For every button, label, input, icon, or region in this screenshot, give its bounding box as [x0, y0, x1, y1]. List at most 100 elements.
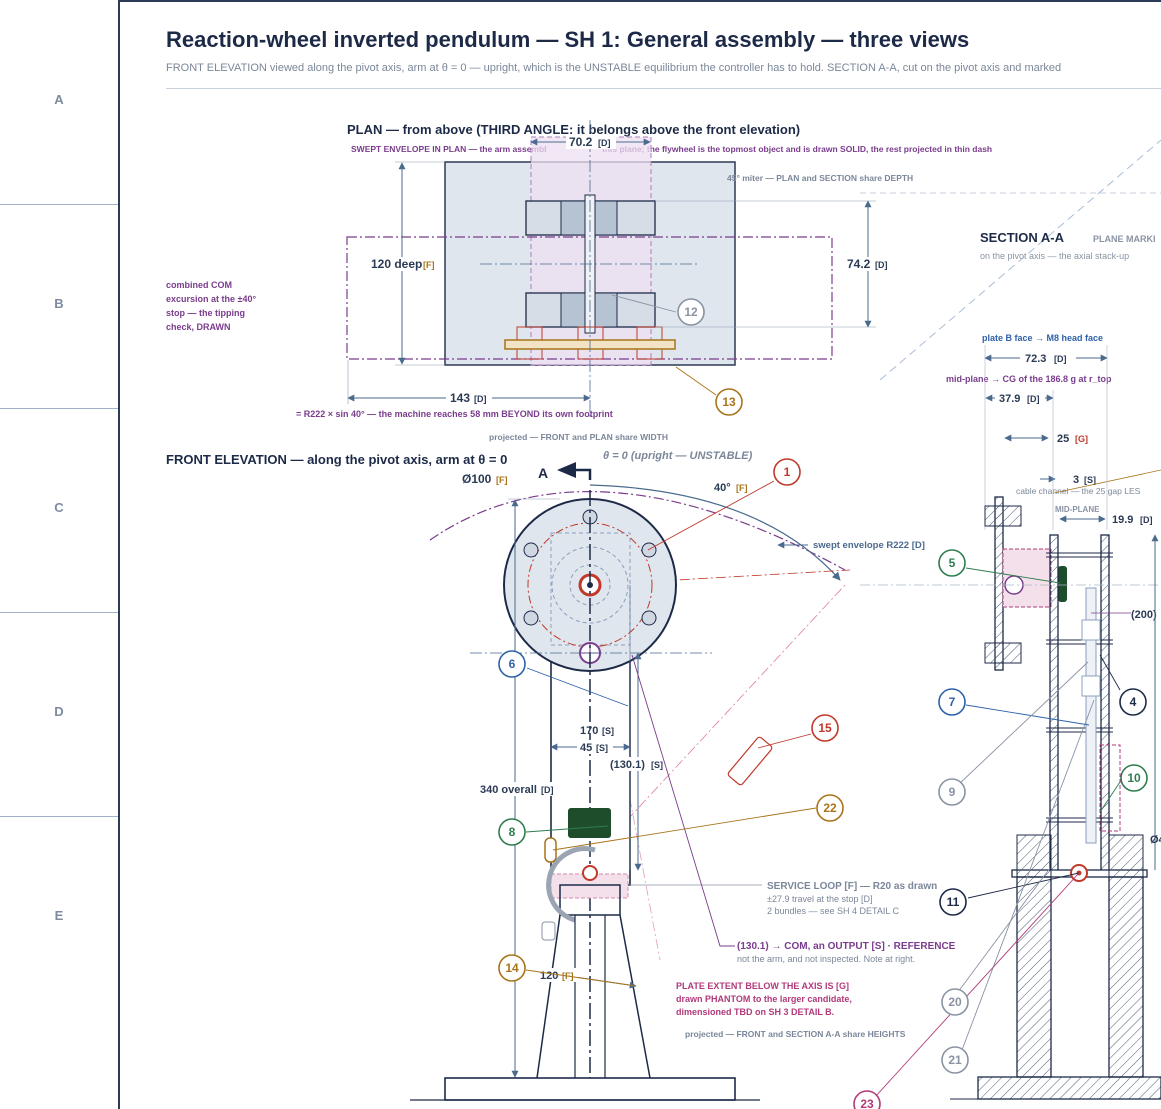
balloon-number: 14 — [505, 961, 519, 975]
dim-1301-tag: [S] — [651, 760, 663, 770]
overall-value: 340 overall — [480, 784, 537, 796]
dim-70-tag: [D] — [598, 138, 611, 148]
balloon-12: 12 — [677, 298, 705, 326]
com-output-label: (130.1) → COM, an OUTPUT [S] · REFERENCE — [737, 941, 956, 952]
dim-label-bg — [368, 257, 440, 271]
plate-note-line: dimensioned TBD on SH 3 DETAIL B. — [676, 1007, 834, 1017]
depth-tag: [F] — [423, 260, 435, 270]
balloon-1: 1 — [773, 458, 801, 486]
connector — [544, 837, 557, 863]
angle-arc — [589, 484, 841, 581]
zone-e: E — [0, 816, 118, 1020]
dim-label-bg — [608, 757, 668, 771]
dim-3-tag: [S] — [1084, 475, 1096, 485]
section-arm-plate — [1100, 534, 1110, 876]
com-note-line: excursion at the ±40° — [166, 294, 256, 304]
leader-12 — [611, 294, 677, 313]
leader — [1053, 469, 1161, 494]
leader-9 — [957, 661, 1089, 786]
theta-note: θ = 0 (upright — UNSTABLE) — [603, 450, 753, 462]
section-a-a: SECTION A-A PLANE MARKI on the pivot axi… — [860, 230, 1161, 1100]
leader-8 — [525, 825, 609, 833]
service-loop — [546, 846, 596, 923]
section-motor — [1058, 566, 1067, 602]
zone-c: C — [0, 408, 118, 613]
dim-170-value: 170 — [580, 725, 598, 737]
dim-25-tag: [G] — [1075, 434, 1088, 444]
com-note-line: stop — the tipping — [166, 308, 245, 318]
frame-border-top — [118, 0, 1161, 2]
base — [444, 1077, 736, 1101]
miter-note: 45° miter — PLAN and SECTION share DEPTH — [727, 173, 913, 183]
leader-10 — [1099, 781, 1121, 813]
angle-label: 40° — [714, 482, 731, 494]
leaders — [525, 294, 1121, 1098]
balloon-14: 14 — [498, 954, 526, 982]
cable-note: cable channel — the 25 gap LES — [1016, 486, 1141, 496]
dim-45-tag: [S] — [596, 743, 608, 753]
dim-199-value: 19.9 — [1112, 514, 1133, 526]
leader-20 — [957, 867, 1051, 993]
balloon-13: 13 — [715, 388, 743, 416]
balloon-10: 10 — [1120, 764, 1148, 792]
frame-border — [118, 0, 120, 1109]
dim-label-bg — [446, 391, 492, 405]
leader-5 — [965, 567, 1061, 584]
dim-45-value: 45 — [580, 742, 592, 754]
zone-b: B — [0, 204, 118, 409]
section-arm-plate — [1049, 534, 1059, 876]
section-arrow-head — [557, 462, 576, 478]
section-shaft — [1085, 587, 1097, 844]
plate-note-line: PLATE EXTENT BELOW THE AXIS IS [G] — [676, 981, 849, 991]
projected-heights-note: projected — FRONT and SECTION A-A share … — [685, 1029, 906, 1039]
balloon-9: 9 — [938, 778, 966, 806]
leader-11 — [967, 872, 1080, 899]
zone-label: E — [54, 908, 64, 923]
dia-label: Ø100 — [462, 472, 492, 486]
plan-view: PLAN — from above (THIRD ANGLE: it belon… — [166, 120, 992, 442]
balloon-15: 15 — [811, 714, 839, 742]
balloon-number: 8 — [509, 825, 516, 839]
section-bearing — [1081, 675, 1101, 697]
leader-21 — [961, 699, 1095, 1051]
leader-6 — [526, 667, 629, 707]
dim-label-bg — [1020, 351, 1076, 365]
balloon-number: 22 — [823, 801, 837, 815]
dim-25-value: 25 — [1057, 433, 1069, 445]
balloon-number: 23 — [860, 1097, 874, 1109]
balloon-number: 6 — [509, 657, 516, 671]
dim-379-tag: [D] — [1027, 394, 1040, 404]
zone-label: B — [54, 296, 64, 311]
reach-note: = R222 × sin 40° — the machine reaches 5… — [296, 409, 613, 419]
section-subtitle: on the pivot axis — the axial stack-up — [980, 251, 1129, 261]
dim-label-bg — [566, 135, 616, 149]
dim-143-tag: [D] — [474, 394, 487, 404]
balloon-number: 11 — [947, 895, 960, 909]
envelope-label: swept envelope R222 [D] — [813, 540, 925, 551]
section-marker-letter: A — [538, 465, 548, 481]
section-pillar — [1108, 876, 1144, 1078]
plan-envelope-note: SWEPT ENVELOPE IN PLAN — the arm assembl — [351, 144, 547, 154]
pivot-marker — [582, 865, 598, 881]
dim-3-value: 3 — [1073, 474, 1079, 486]
balloon-number: 21 — [948, 1053, 962, 1067]
com-output-note: not the arm, and not inspected. Note at … — [737, 954, 915, 964]
zone-d: D — [0, 612, 118, 817]
leader-14 — [525, 969, 637, 987]
miter-line — [879, 139, 1161, 381]
dim-170-tag: [S] — [602, 726, 614, 736]
service-loop-label: SERVICE LOOP [F] — R20 as drawn — [767, 881, 937, 892]
dim-70-value: 70.2 — [569, 135, 593, 149]
zone-label: A — [54, 92, 64, 107]
dim-379-value: 37.9 — [999, 393, 1020, 405]
dim-dia-partial: Ø4 — [1150, 834, 1161, 846]
balloon-11: 11 — [939, 888, 967, 916]
leader-4 — [1099, 654, 1121, 691]
leader — [631, 654, 735, 947]
section-arrow — [575, 468, 592, 480]
balloon-4: 4 — [1119, 688, 1147, 716]
zone-label: D — [54, 704, 64, 719]
balloon-21: 21 — [941, 1046, 969, 1074]
